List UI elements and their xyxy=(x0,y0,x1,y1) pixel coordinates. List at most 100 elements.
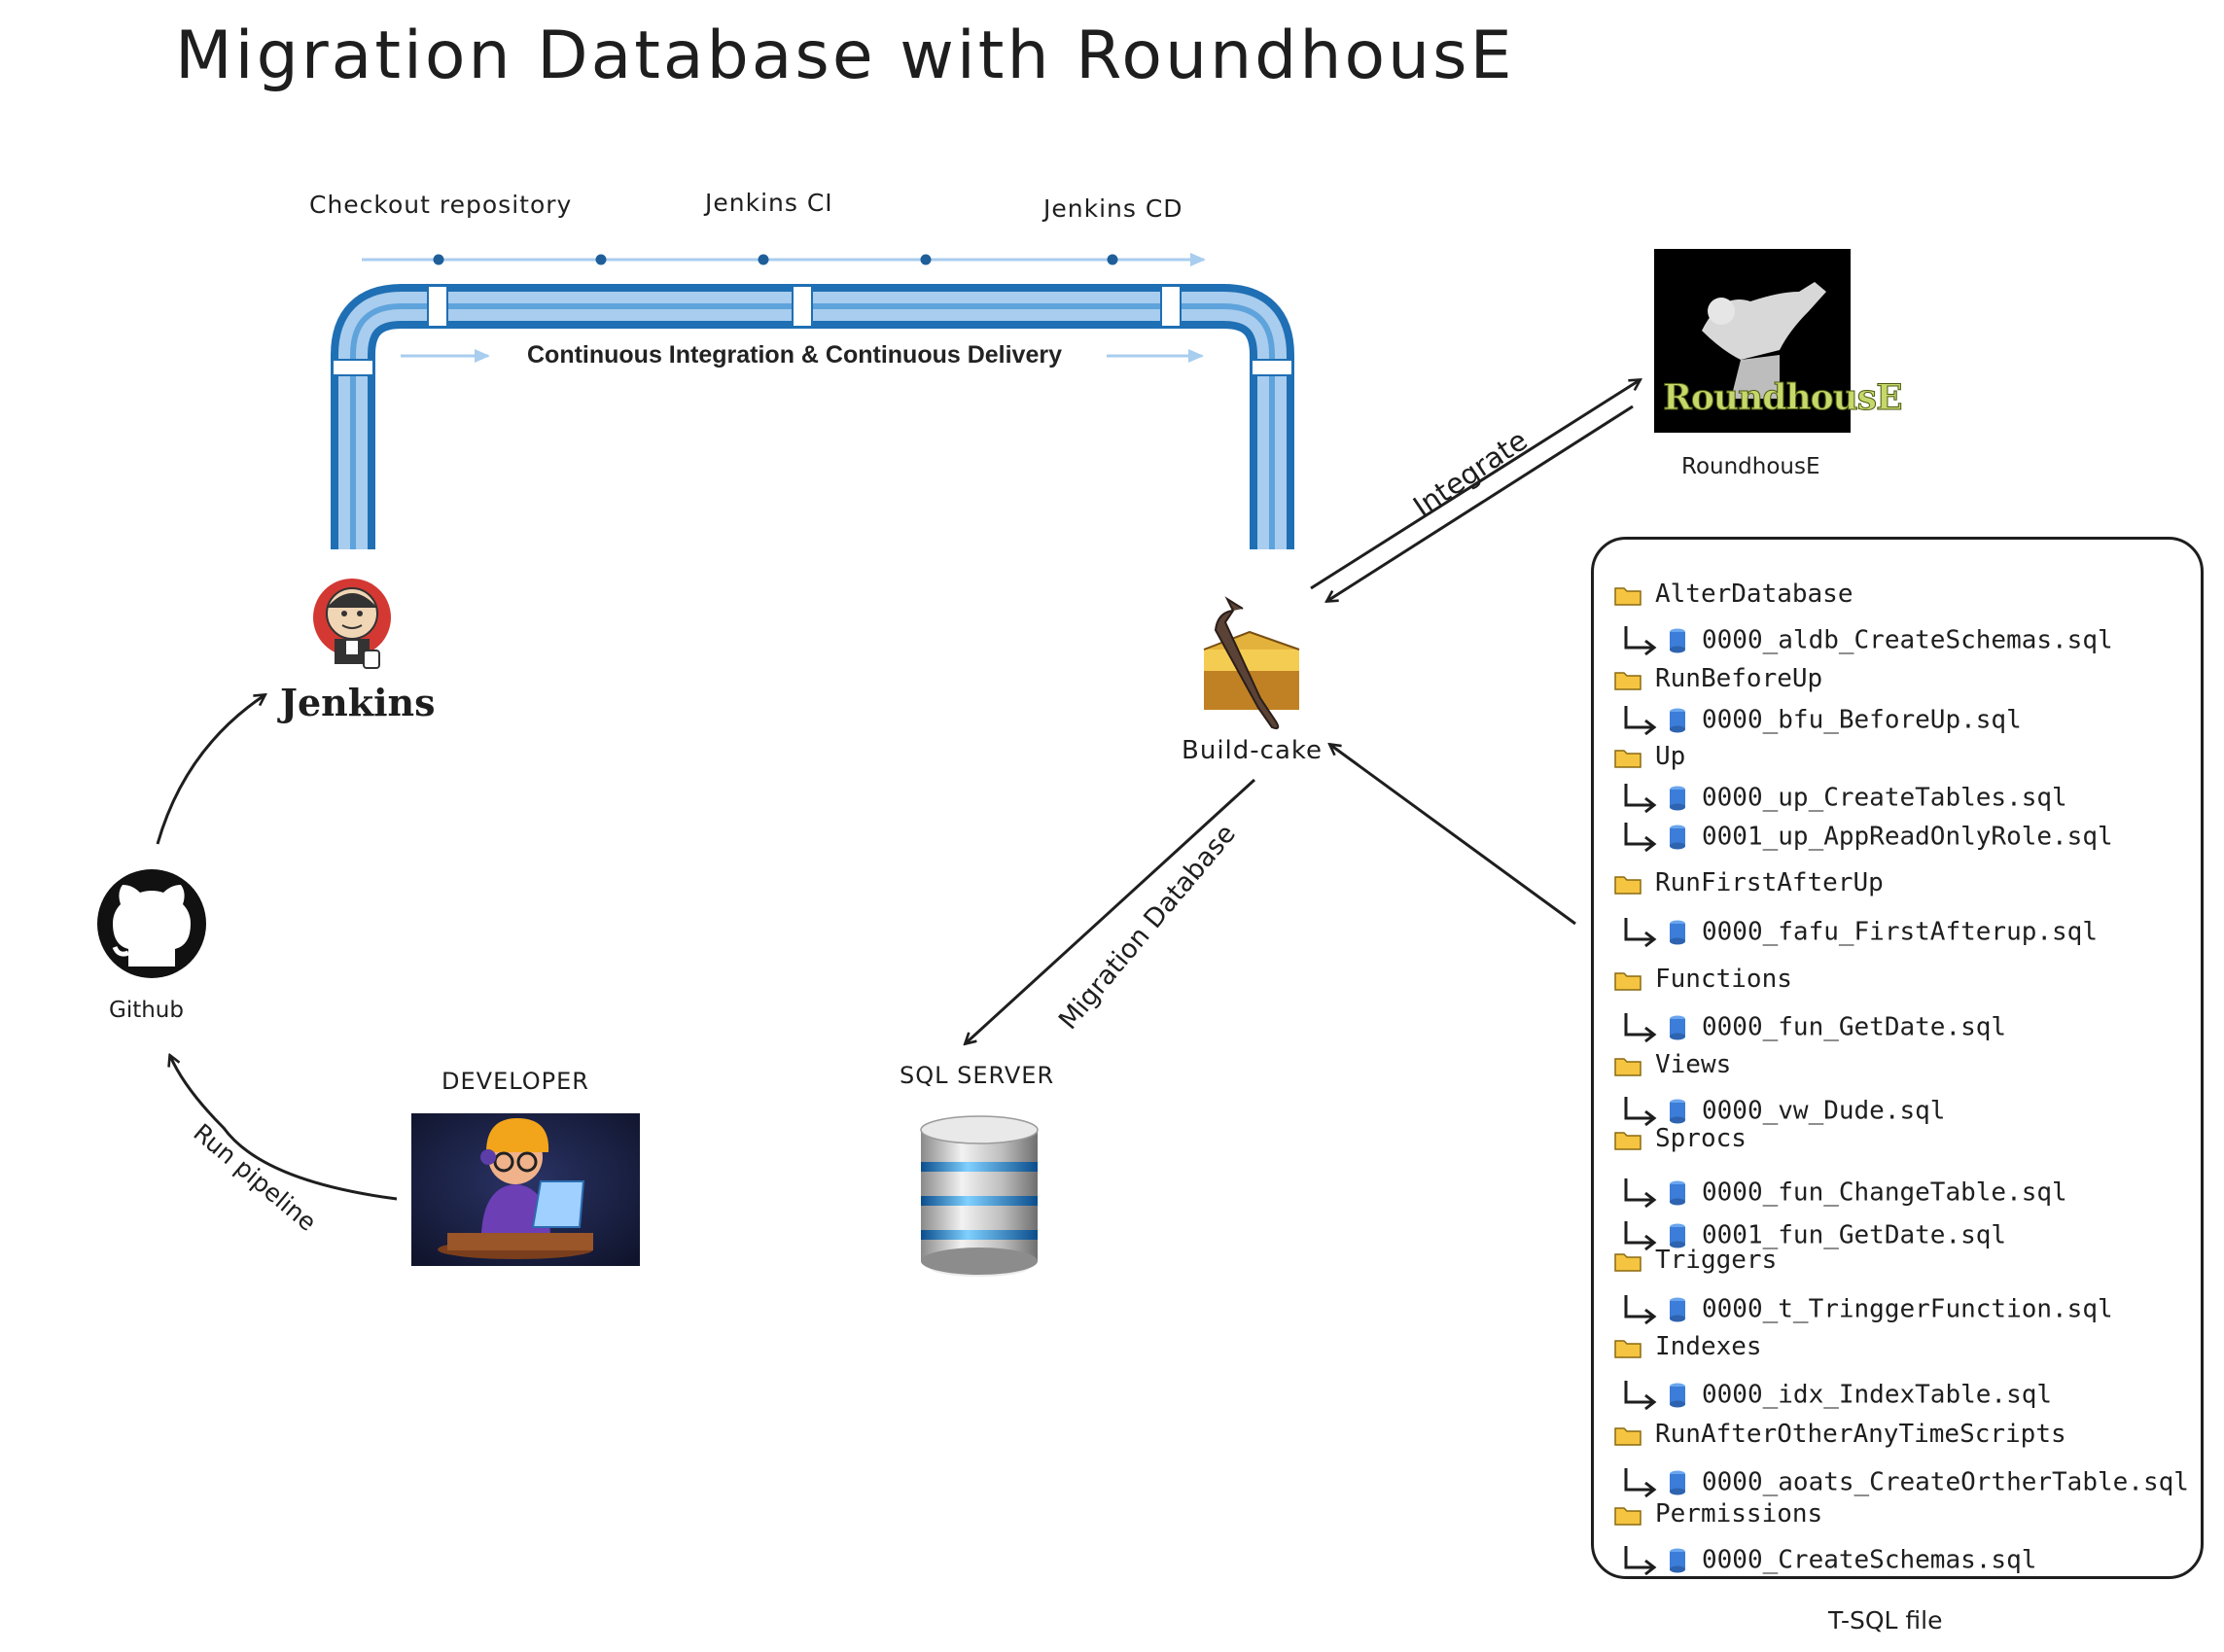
folder-item[interactable]: AlterDatabase xyxy=(1614,580,1853,609)
sql-file-item[interactable]: 0000_idx_IndexTable.sql xyxy=(1620,1379,2052,1412)
sql-file-item[interactable]: 0000_fafu_FirstAfterup.sql xyxy=(1620,916,2098,949)
developer-avatar xyxy=(411,1113,640,1266)
connector-arrows xyxy=(156,380,1640,1201)
folder-item[interactable]: Up xyxy=(1614,742,1685,771)
child-arrow-icon xyxy=(1624,1013,1657,1043)
jenkins-icon xyxy=(313,579,391,669)
child-arrow-icon xyxy=(1624,823,1657,853)
tsql-file-label: T-SQL file xyxy=(1828,1606,1943,1634)
tsql-file-panel xyxy=(1591,537,2204,1579)
folder-icon xyxy=(1614,1252,1642,1272)
sql-file-item[interactable]: 0000_fun_ChangeTable.sql xyxy=(1620,1177,2067,1210)
sql-file-name: 0000_aldb_CreateSchemas.sql xyxy=(1702,625,2113,655)
ci-cd-pipe xyxy=(331,284,1294,549)
folder-icon xyxy=(1614,1131,1642,1150)
arrow-integrate-back xyxy=(1327,404,1634,601)
folder-name: Sprocs xyxy=(1655,1124,1747,1153)
database-file-icon xyxy=(1670,1223,1685,1248)
folder-icon xyxy=(1614,875,1642,895)
sql-file-item[interactable]: 0000_aoats_CreateOrtherTable.sql xyxy=(1620,1466,2189,1499)
sql-file-item[interactable]: 0000_fun_GetDate.sql xyxy=(1620,1011,2006,1044)
sql-file-name: 0000_CreateSchemas.sql xyxy=(1702,1545,2037,1575)
sql-file-item[interactable]: 0001_fun_GetDate.sql xyxy=(1620,1219,2006,1252)
sql-server-icon xyxy=(920,1115,1039,1277)
stage-checkout-label: Checkout repository xyxy=(309,191,573,219)
folder-item[interactable]: RunAfterOtherAnyTimeScripts xyxy=(1614,1420,2066,1449)
folder-name: Functions xyxy=(1655,965,1792,994)
sql-file-item[interactable]: 0000_bfu_BeforeUp.sql xyxy=(1620,704,2022,737)
stage-jenkins-cd-label: Jenkins CD xyxy=(1043,194,1183,223)
child-arrow-icon xyxy=(1624,1468,1657,1498)
arrow-buildcake-to-sql xyxy=(966,778,1256,1043)
developer-label: DEVELOPER xyxy=(441,1068,589,1095)
child-arrow-icon xyxy=(1624,1546,1657,1576)
database-file-icon xyxy=(1670,825,1685,850)
github-label: Github xyxy=(109,998,184,1023)
folder-icon xyxy=(1614,671,1642,690)
folder-item[interactable]: Functions xyxy=(1614,965,1792,994)
folder-name: RunBeforeUp xyxy=(1655,664,1823,693)
arrow-developer-to-github xyxy=(170,1056,398,1201)
child-arrow-icon xyxy=(1624,1221,1657,1251)
folder-icon xyxy=(1614,1426,1642,1446)
sql-file-item[interactable]: 0000_t_TringgerFunction.sql xyxy=(1620,1293,2113,1326)
child-arrow-icon xyxy=(1624,1381,1657,1411)
child-arrow-icon xyxy=(1624,706,1657,736)
sql-file-item[interactable]: 0000_CreateSchemas.sql xyxy=(1620,1544,2036,1577)
database-file-icon xyxy=(1670,1470,1685,1495)
database-file-icon xyxy=(1670,708,1685,733)
sql-file-name: 0000_fun_ChangeTable.sql xyxy=(1702,1177,2067,1208)
pipeline-timeline xyxy=(362,253,1206,266)
folder-icon xyxy=(1614,1339,1642,1358)
database-file-icon xyxy=(1670,786,1685,811)
sql-file-item[interactable]: 0000_aldb_CreateSchemas.sql xyxy=(1620,624,2113,657)
diagram-title: Migration Database with RoundhousE xyxy=(175,18,1515,94)
arrow-github-to-jenkins xyxy=(156,695,265,845)
database-file-icon xyxy=(1670,920,1685,945)
github-icon xyxy=(97,869,206,978)
sql-file-name: 0000_bfu_BeforeUp.sql xyxy=(1702,705,2022,735)
roundhouse-label: RoundhousE xyxy=(1681,454,1820,479)
sql-file-name: 0000_fun_GetDate.sql xyxy=(1702,1012,2007,1042)
folder-item[interactable]: Indexes xyxy=(1614,1332,1762,1361)
database-file-icon xyxy=(1670,1383,1685,1408)
folder-icon xyxy=(1614,749,1642,768)
sql-file-item[interactable]: 0001_up_AppReadOnlyRole.sql xyxy=(1620,821,2113,854)
folder-icon xyxy=(1614,586,1642,606)
sql-file-name: 0000_aoats_CreateOrtherTable.sql xyxy=(1702,1467,2189,1497)
folder-name: Permissions xyxy=(1655,1499,1823,1529)
sql-file-name: 0000_vw_Dude.sql xyxy=(1702,1096,1946,1126)
sql-file-item[interactable]: 0000_up_CreateTables.sql xyxy=(1620,782,2067,815)
stage-jenkins-ci-label: Jenkins CI xyxy=(705,189,833,217)
folder-name: RunAfterOtherAnyTimeScripts xyxy=(1655,1420,2066,1449)
folder-item[interactable]: Permissions xyxy=(1614,1499,1822,1529)
folder-name: Views xyxy=(1655,1050,1732,1079)
folder-item[interactable]: RunBeforeUp xyxy=(1614,664,1822,693)
folder-name: Up xyxy=(1655,742,1686,771)
folder-icon xyxy=(1614,1506,1642,1526)
roundhouse-logo-text: RoundhousE xyxy=(1663,377,1904,419)
folder-item[interactable]: Triggers xyxy=(1614,1246,1777,1275)
folder-icon xyxy=(1614,971,1642,991)
folder-item[interactable]: Views xyxy=(1614,1050,1731,1079)
database-file-icon xyxy=(1670,1180,1685,1206)
sql-file-name: 0000_t_TringgerFunction.sql xyxy=(1702,1294,2113,1324)
folder-item[interactable]: RunFirstAfterUp xyxy=(1614,868,1884,897)
folder-item[interactable]: Sprocs xyxy=(1614,1124,1747,1153)
child-arrow-icon xyxy=(1624,1097,1657,1127)
sql-file-name: 0000_up_CreateTables.sql xyxy=(1702,783,2067,813)
sql-file-name: 0001_up_AppReadOnlyRole.sql xyxy=(1702,822,2113,852)
child-arrow-icon xyxy=(1624,626,1657,656)
folder-name: Triggers xyxy=(1655,1246,1778,1275)
sql-file-name: 0001_fun_GetDate.sql xyxy=(1702,1220,2007,1250)
jenkins-label: Jenkins xyxy=(280,681,436,724)
arrow-integrate-out xyxy=(1310,380,1640,590)
arrow-tsql-to-buildcake xyxy=(1330,745,1576,926)
sql-file-item[interactable]: 0000_vw_Dude.sql xyxy=(1620,1095,1945,1128)
child-arrow-icon xyxy=(1624,1295,1657,1325)
child-arrow-icon xyxy=(1624,1178,1657,1209)
build-cake-label: Build-cake xyxy=(1182,736,1324,765)
database-file-icon xyxy=(1670,1548,1685,1573)
folder-name: AlterDatabase xyxy=(1655,580,1853,609)
